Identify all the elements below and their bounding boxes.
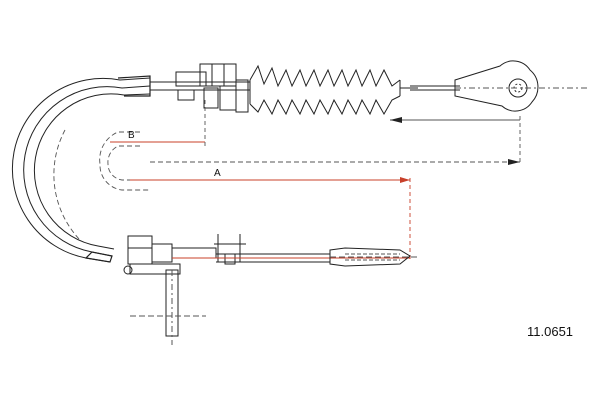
top-end-fitting [150,63,250,113]
cable-sheath [11,75,151,263]
eyelet-end [410,60,590,112]
rubber-boot [249,64,418,116]
part-number: 11.0651 [527,324,573,339]
dimension-label-b: B [128,130,135,141]
cable-core-path [53,129,150,241]
dimension-lines [110,100,521,262]
bottom-end-fitting [123,234,246,345]
bottom-inner-cable [172,247,420,267]
dimension-label-a: A [214,168,221,179]
